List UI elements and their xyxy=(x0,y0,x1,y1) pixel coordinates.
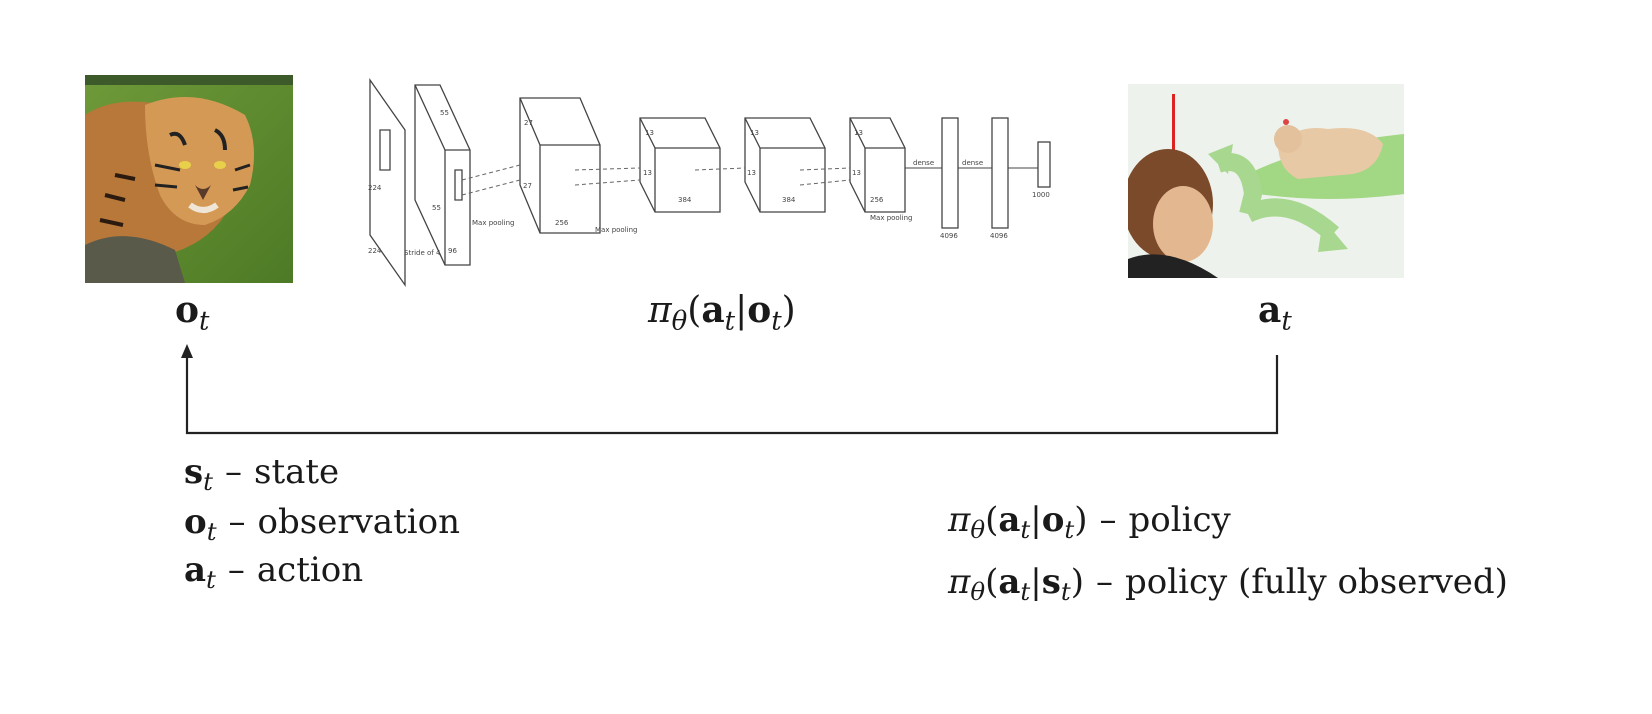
cnn-dense-layer-1 xyxy=(941,117,959,229)
svg-text:55: 55 xyxy=(440,109,449,117)
definition-action: at–action xyxy=(184,550,364,594)
svg-text:Max pooling: Max pooling xyxy=(595,226,637,234)
svg-text:13: 13 xyxy=(643,169,652,177)
svg-text:Max pooling: Max pooling xyxy=(472,219,514,227)
cnn-output-layer xyxy=(1037,141,1051,188)
cnn-conv5-layer xyxy=(849,117,906,213)
svg-text:dense: dense xyxy=(913,159,934,167)
svg-text:224: 224 xyxy=(368,247,382,255)
svg-text:dense: dense xyxy=(962,159,983,167)
svg-text:Max pooling: Max pooling xyxy=(870,214,912,222)
policy-caption: πθ(at|ot) xyxy=(648,289,796,337)
svg-text:13: 13 xyxy=(854,129,863,137)
cnn-conv3-layer xyxy=(639,117,721,213)
definition-observation: ot–observation xyxy=(184,502,460,546)
tiger-observation-image xyxy=(85,75,293,283)
svg-text:384: 384 xyxy=(782,196,796,204)
cnn-input-layer xyxy=(369,77,406,288)
observation-caption: ot xyxy=(175,289,210,337)
svg-text:256: 256 xyxy=(870,196,884,204)
cnn-conv4-layer xyxy=(744,117,826,213)
svg-text:224: 224 xyxy=(368,184,382,192)
svg-text:55: 55 xyxy=(432,204,441,212)
svg-text:1000: 1000 xyxy=(1032,191,1050,199)
svg-text:Stride of 4: Stride of 4 xyxy=(404,249,441,257)
svg-text:13: 13 xyxy=(645,129,654,137)
svg-text:13: 13 xyxy=(852,169,861,177)
cnn-dense-layer-2 xyxy=(991,117,1009,229)
definition-policy-partial: πθ(at|ot)–policy xyxy=(948,500,1231,544)
cnn-conv2-layer xyxy=(519,97,601,234)
definition-policy-full: πθ(at|st)–policy (fully observed) xyxy=(948,562,1508,606)
svg-text:27: 27 xyxy=(524,119,533,127)
svg-text:4096: 4096 xyxy=(990,232,1008,240)
cnn-conv1-layer xyxy=(414,84,471,266)
definition-state: st–state xyxy=(184,452,340,496)
arrowhead-icon xyxy=(181,344,193,358)
action-caption: at xyxy=(1258,289,1292,337)
cnn-architecture-diagram: 224 224 Stride of 4 55 55 96 27 27 256 1… xyxy=(368,77,1051,288)
svg-text:13: 13 xyxy=(747,169,756,177)
svg-text:27: 27 xyxy=(523,182,532,190)
action-illustration-image xyxy=(1128,84,1404,278)
svg-text:256: 256 xyxy=(555,219,569,227)
svg-text:13: 13 xyxy=(750,129,759,137)
svg-text:96: 96 xyxy=(448,247,457,255)
svg-text:4096: 4096 xyxy=(940,232,958,240)
svg-text:384: 384 xyxy=(678,196,692,204)
